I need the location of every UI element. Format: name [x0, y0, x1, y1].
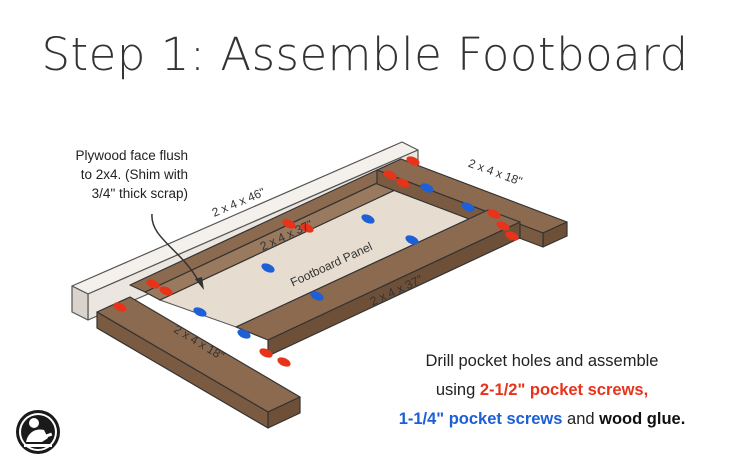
instr-and: and [562, 410, 600, 428]
blue-screw [193, 307, 207, 317]
red-screw [259, 348, 273, 358]
instr-using: using [435, 381, 480, 399]
red-screw [159, 286, 173, 296]
red-screw [300, 223, 314, 233]
note-line-3: 3/4" thick scrap) [91, 186, 188, 201]
red-screw [282, 219, 296, 229]
red-pocket-screws [113, 156, 519, 367]
red-screw [406, 156, 420, 166]
red-screw [277, 357, 291, 367]
blue-screw [310, 291, 324, 301]
label-right-end: 2 x 4 x 18" [467, 156, 525, 188]
left-end-board [96, 296, 301, 429]
red-screw [113, 302, 127, 312]
blue-screw [420, 183, 434, 193]
instr-line-2: using 2-1/2" pocket screws, [372, 376, 712, 405]
instructions: Drill pocket holes and assemble using 2-… [372, 347, 712, 434]
red-screw [496, 221, 510, 231]
red-screw [146, 279, 160, 289]
blue-screw [237, 329, 251, 339]
blue-screw [405, 235, 419, 245]
red-screw [505, 231, 519, 241]
woodworker-logo-icon [16, 410, 60, 454]
note-line-2: to 2x4. (Shim with [80, 167, 188, 182]
instr-line-1: Drill pocket holes and assemble [425, 352, 659, 370]
note-line-1: Plywood face flush [75, 148, 188, 163]
note-arrow [151, 213, 204, 290]
page-title: Step 1: Assemble Footboard [41, 28, 689, 81]
instr-line-3: 1-1/4" pocket screws and wood glue. [372, 405, 712, 434]
red-screw [396, 178, 410, 188]
bottom-rail [235, 209, 521, 357]
red-screw [487, 209, 501, 219]
red-screw-text: 2-1/2" pocket screws, [479, 381, 649, 399]
plywood-note: Plywood face flush to 2x4. (Shim with 3/… [28, 146, 188, 203]
blue-screw-text: 1-1/4" pocket screws [398, 410, 563, 428]
blue-pocket-screws [193, 183, 475, 339]
blue-screw [361, 214, 375, 224]
blue-screw [261, 263, 275, 273]
red-screw [383, 170, 397, 180]
wood-glue-text: wood glue. [599, 410, 686, 428]
blue-screw [461, 202, 475, 212]
